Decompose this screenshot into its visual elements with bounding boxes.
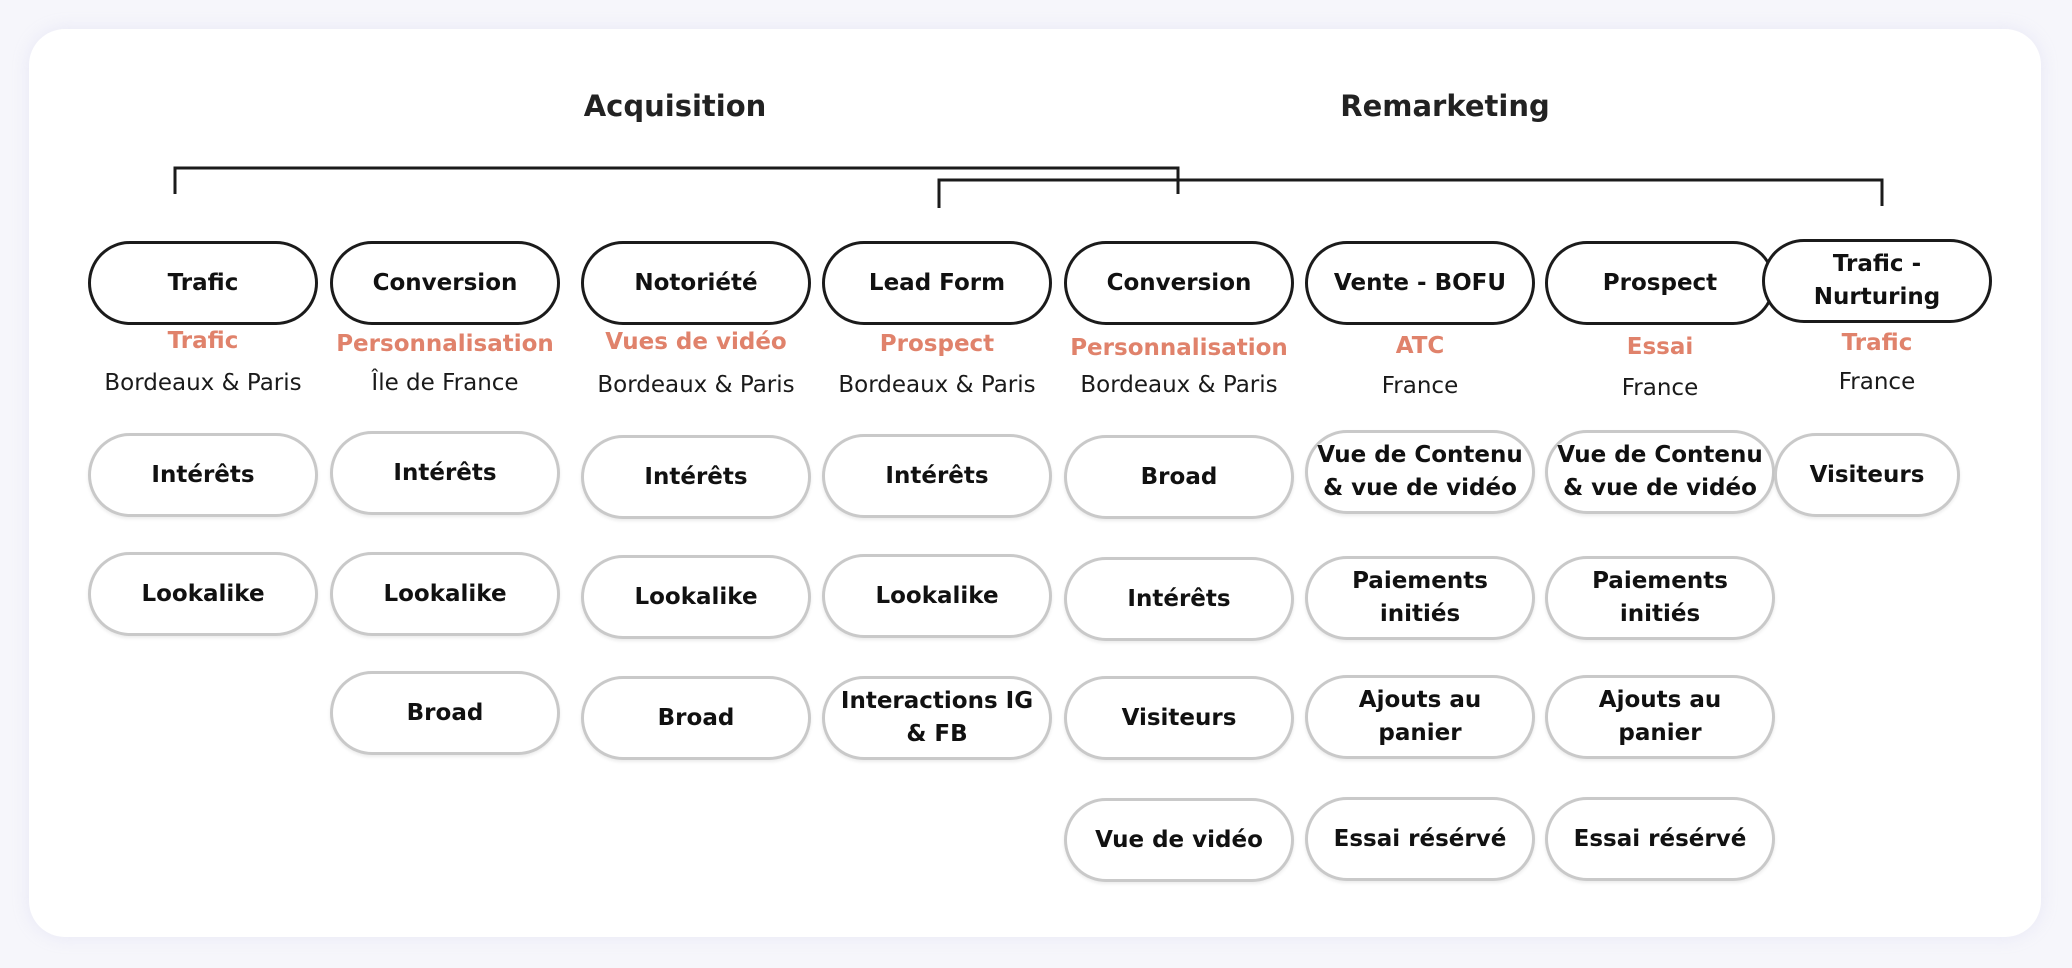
campaign-header-pill: Lead Form	[822, 241, 1052, 325]
audience-pill: Intérêts	[581, 435, 811, 519]
audience-pill: Lookalike	[88, 552, 318, 636]
audience-pill: Broad	[330, 671, 560, 755]
audience-pill: Intérêts	[330, 431, 560, 515]
campaign-header-pill: Prospect	[1545, 241, 1775, 325]
campaign-location: Bordeaux & Paris	[838, 372, 1036, 398]
campaign-objective: Personnalisation	[1070, 335, 1288, 361]
audience-pill: Lookalike	[330, 552, 560, 636]
audience-pill: Broad	[581, 676, 811, 760]
section-title-acquisition: Acquisition	[583, 89, 767, 123]
audience-pill: Visiteurs	[1774, 433, 1960, 517]
audience-pill: Paiements initiés	[1545, 556, 1775, 640]
campaign-location: Bordeaux & Paris	[1080, 372, 1278, 398]
campaign-header-pill: Conversion	[1064, 241, 1294, 325]
campaign-location: France	[1381, 373, 1459, 399]
campaign-header-pill: Notoriété	[581, 241, 811, 325]
campaign-location: Bordeaux & Paris	[104, 370, 302, 396]
audience-pill: Ajouts au panier	[1305, 675, 1535, 759]
audience-pill: Vue de vidéo	[1064, 798, 1294, 882]
section-title-remarketing: Remarketing	[1340, 89, 1550, 123]
campaign-header-pill: Trafic	[88, 241, 318, 325]
audience-pill: Visiteurs	[1064, 676, 1294, 760]
campaign-location: Bordeaux & Paris	[597, 372, 795, 398]
audience-pill: Interactions IG & FB	[822, 676, 1052, 760]
campaign-objective: Essai	[1626, 334, 1694, 360]
campaign-location: Île de France	[371, 370, 519, 396]
campaign-header-pill: Trafic - Nurturing	[1762, 239, 1992, 323]
audience-pill: Essai résérvé	[1305, 797, 1535, 881]
audience-pill: Intérêts	[88, 433, 318, 517]
campaign-objective: Vues de vidéo	[605, 329, 787, 355]
audience-pill: Lookalike	[822, 554, 1052, 638]
campaign-location: France	[1838, 369, 1916, 395]
audience-pill: Vue de Contenu & vue de vidéo	[1305, 430, 1535, 514]
audience-pill: Vue de Contenu & vue de vidéo	[1545, 430, 1775, 514]
audience-pill: Paiements initiés	[1305, 556, 1535, 640]
audience-pill: Intérêts	[822, 434, 1052, 518]
campaign-objective: Personnalisation	[336, 331, 554, 357]
remarketing-bracket	[937, 178, 1884, 208]
campaign-objective: Trafic	[167, 328, 239, 354]
audience-pill: Essai résérvé	[1545, 797, 1775, 881]
audience-pill: Lookalike	[581, 555, 811, 639]
campaign-location: France	[1621, 375, 1699, 401]
audience-pill: Broad	[1064, 435, 1294, 519]
campaign-header-pill: Vente - BOFU	[1305, 241, 1535, 325]
campaign-objective: ATC	[1395, 333, 1445, 359]
campaign-objective: Trafic	[1841, 330, 1913, 356]
audience-pill: Intérêts	[1064, 557, 1294, 641]
campaign-objective: Prospect	[879, 331, 995, 357]
audience-pill: Ajouts au panier	[1545, 675, 1775, 759]
campaign-header-pill: Conversion	[330, 241, 560, 325]
